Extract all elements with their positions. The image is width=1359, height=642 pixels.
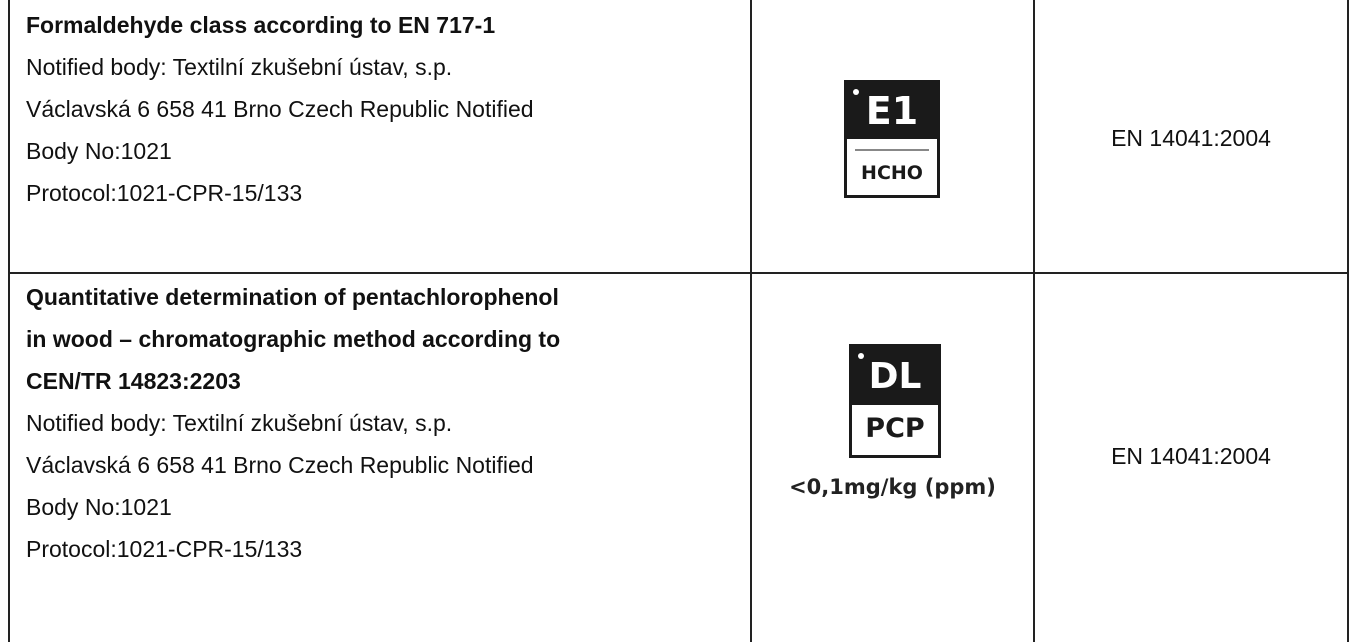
table-row: Quantitative determination of pentachlor…: [8, 274, 1349, 642]
badge-bottom-text: HCHO: [861, 162, 923, 184]
row-text: Václavská 6 658 41 Brno Czech Republic N…: [26, 452, 534, 478]
dot-icon: [853, 89, 859, 95]
row-text: Notified body: Textilní zkušební ústav, …: [26, 410, 453, 436]
certification-table: Formaldehyde class according to EN 717-1…: [8, 0, 1349, 642]
row-text: Protocol:1021-CPR-15/133: [26, 536, 303, 562]
standard-cell: EN 14041:2004: [1111, 125, 1271, 151]
column-divider-1: [750, 0, 752, 642]
dl-pcp-label-icon: DL PCP: [849, 344, 941, 458]
row-text: Body No:1021: [26, 494, 172, 520]
row-title: Formaldehyde class according to EN 717-1: [26, 12, 496, 38]
row-title: Quantitative determination of pentachlor…: [26, 284, 559, 310]
standard-cell: EN 14041:2004: [1111, 443, 1271, 469]
table-border-left: [8, 0, 10, 642]
table-row: Formaldehyde class according to EN 717-1…: [8, 0, 1349, 272]
dot-icon: [858, 353, 864, 359]
row-title: in wood – chromatographic method accordi…: [26, 326, 561, 352]
badge-divider: [855, 149, 929, 151]
pcp-limit-caption: <0,1mg/kg (ppm): [789, 475, 996, 499]
row-divider: [8, 272, 1349, 274]
row-title: CEN/TR 14823:2203: [26, 368, 241, 394]
row-text: Notified body: Textilní zkušební ústav, …: [26, 54, 453, 80]
row-text: Václavská 6 658 41 Brno Czech Republic N…: [26, 96, 534, 122]
description-cell: Quantitative determination of pentachlor…: [26, 276, 560, 570]
column-divider-2: [1033, 0, 1035, 642]
description-cell: Formaldehyde class according to EN 717-1…: [26, 4, 534, 214]
badge-top-text: E1: [865, 89, 919, 133]
badge-bottom-text: PCP: [865, 413, 925, 444]
badge-top-text: DL: [868, 356, 922, 397]
row-text: Protocol:1021-CPR-15/133: [26, 180, 303, 206]
e1-hcho-label-icon: E1 HCHO: [844, 80, 940, 198]
row-text: Body No:1021: [26, 138, 172, 164]
table-border-right: [1347, 0, 1349, 642]
